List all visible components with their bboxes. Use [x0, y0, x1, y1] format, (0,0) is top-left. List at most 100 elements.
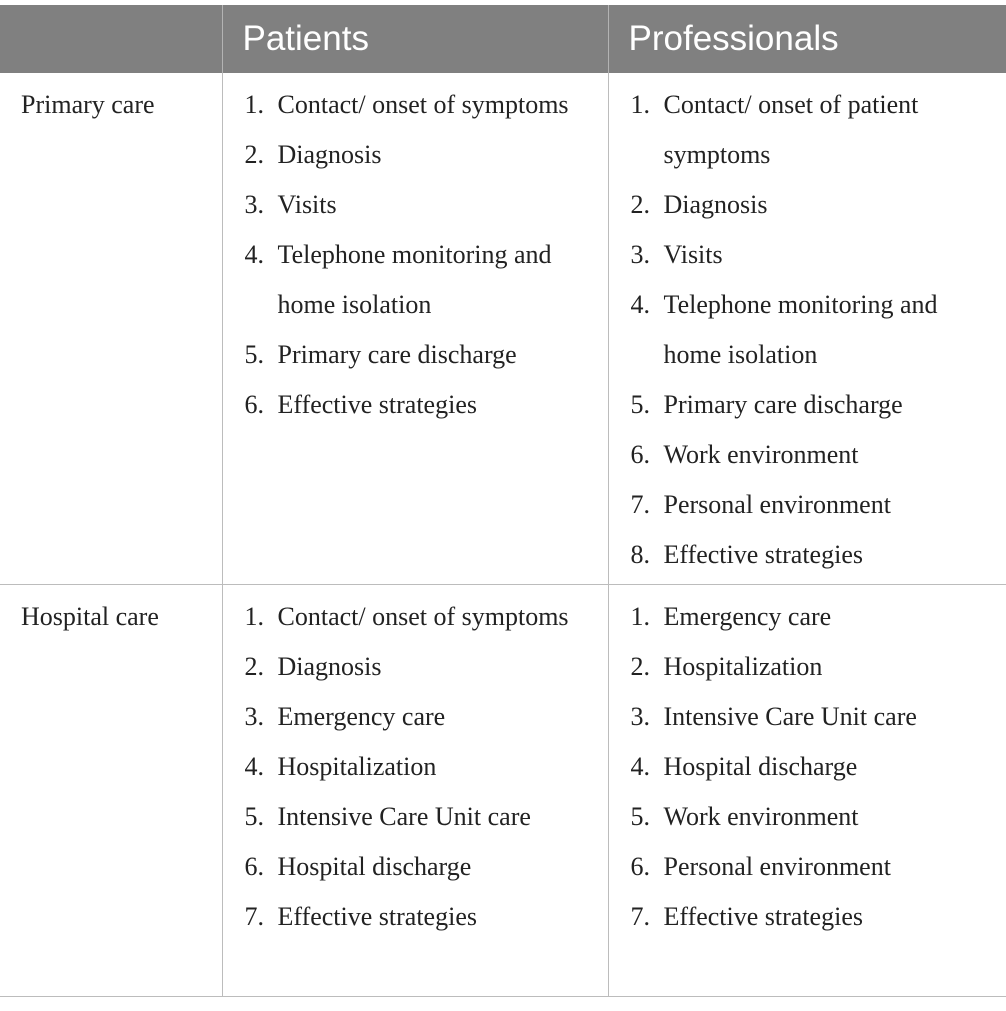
- list-item-text: Emergency care: [277, 701, 446, 731]
- list-item: 2. Diagnosis: [245, 642, 598, 692]
- patients-list: 1. Contact/ onset of symptoms 2. Diagnosis 3…: [223, 592, 608, 942]
- header-row: Patients Professionals: [0, 5, 1006, 73]
- list-item-number: 6.: [244, 390, 265, 419]
- list-item: 3. Visits: [245, 180, 598, 230]
- list-item: 3. Intensive Care Unit care: [631, 692, 997, 742]
- patients-cell: 1. Contact/ onset of symptoms 2. Diagnosis 3…: [222, 73, 609, 585]
- list-item: 1. Contact/ onset of symptoms: [245, 592, 598, 642]
- list-item-text: Hospital discharge: [277, 851, 472, 881]
- list-item-number: 7.: [630, 901, 651, 931]
- list-item-number: 6.: [244, 851, 265, 881]
- list-item-text: Hospital discharge: [663, 751, 858, 781]
- list-item-text: Personal environment: [663, 851, 891, 881]
- list-item-text: Personal environment: [663, 490, 891, 519]
- patients-cell: 1. Contact/ onset of symptoms 2. Diagnosis 3…: [222, 584, 609, 997]
- list-item-text: Hospitalization: [277, 751, 437, 781]
- list-item-number: 2.: [244, 651, 265, 681]
- list-item-text: Effective strategies: [663, 540, 863, 569]
- list-item-text: Work environment: [663, 440, 859, 469]
- table-row: Hospital care 1. Contact/ onset of sympto…: [0, 584, 1006, 997]
- list-item-text: Telephone monitoring and home isolation: [663, 290, 938, 369]
- list-item-text: Visits: [663, 240, 723, 269]
- table-row: Primary care 1. Contact/ onset of symptom…: [0, 73, 1006, 585]
- care-stages-table: Patients Professionals Primary care 1. Co…: [0, 5, 1006, 997]
- list-item-number: 2.: [630, 651, 651, 681]
- list-item-text: Contact/ onset of patient symptoms: [663, 90, 919, 169]
- list-item: 5. Work environment: [631, 792, 997, 842]
- list-item-text: Effective strategies: [663, 901, 863, 931]
- list-item: 8. Effective strategies: [631, 530, 997, 580]
- list-item: 4. Telephone monitoring and home isolatio…: [245, 230, 598, 330]
- list-item-number: 2.: [244, 140, 265, 169]
- list-item-text: Telephone monitoring and home isolation: [277, 240, 552, 319]
- header-empty: [0, 5, 223, 73]
- list-item-text: Intensive Care Unit care: [277, 801, 531, 831]
- list-item-text: Contact/ onset of symptoms: [277, 90, 569, 119]
- list-item: 2. Hospitalization: [631, 642, 997, 692]
- list-item-number: 1.: [244, 601, 265, 631]
- list-item-text: Hospitalization: [663, 651, 823, 681]
- list-item-text: Effective strategies: [277, 901, 477, 931]
- header-patients: Patients: [222, 5, 609, 73]
- list-item: 6. Hospital discharge: [245, 842, 598, 892]
- list-item: 1. Contact/ onset of patient symptoms: [631, 80, 997, 180]
- row-label: Hospital care: [0, 584, 223, 997]
- list-item-text: Diagnosis: [277, 651, 382, 681]
- list-item-text: Emergency care: [663, 601, 832, 631]
- professionals-cell: 1. Contact/ onset of patient symptoms 2. Di…: [608, 73, 1006, 585]
- professionals-list: 1. Emergency care 2. Hospitalization 3. Inten…: [609, 592, 1006, 942]
- row-label: Primary care: [0, 73, 223, 585]
- list-item-text: Effective strategies: [277, 390, 477, 419]
- list-item: 4. Hospitalization: [245, 742, 598, 792]
- list-item: 7. Effective strategies: [245, 892, 598, 942]
- list-item-text: Contact/ onset of symptoms: [277, 601, 569, 631]
- list-item: 6. Personal environment: [631, 842, 997, 892]
- list-item: 1. Emergency care: [631, 592, 997, 642]
- list-item: 1. Contact/ onset of symptoms: [245, 80, 598, 130]
- list-item-text: Primary care discharge: [277, 340, 517, 369]
- list-item: 2. Diagnosis: [245, 130, 598, 180]
- list-item: 6. Work environment: [631, 430, 997, 480]
- list-item-number: 7.: [630, 490, 651, 519]
- professionals-list: 1. Contact/ onset of patient symptoms 2. Di…: [609, 80, 1006, 580]
- list-item-text: Visits: [277, 190, 337, 219]
- list-item-text: Diagnosis: [277, 140, 382, 169]
- list-item-number: 6.: [630, 440, 651, 469]
- list-item-number: 5.: [244, 340, 265, 369]
- list-item: 7. Personal environment: [631, 480, 997, 530]
- list-item-text: Intensive Care Unit care: [663, 701, 917, 731]
- list-item: 3. Emergency care: [245, 692, 598, 742]
- list-item: 4. Telephone monitoring and home isolatio…: [631, 280, 997, 380]
- list-item-number: 1.: [244, 90, 265, 119]
- list-item-number: 3.: [244, 701, 265, 731]
- header-professionals: Professionals: [608, 5, 1006, 73]
- list-item-number: 4.: [244, 751, 265, 781]
- list-item-number: 3.: [630, 701, 651, 731]
- list-item-number: 2.: [630, 190, 651, 219]
- list-item-number: 4.: [630, 751, 651, 781]
- list-item-number: 4.: [244, 240, 265, 269]
- list-item-number: 6.: [630, 851, 651, 881]
- list-item: 3. Visits: [631, 230, 997, 280]
- list-item: 5. Primary care discharge: [631, 380, 997, 430]
- list-item-number: 1.: [630, 90, 651, 119]
- list-item: 5. Intensive Care Unit care: [245, 792, 598, 842]
- list-item-number: 7.: [244, 901, 265, 931]
- list-item: 7. Effective strategies: [631, 892, 997, 942]
- list-item-text: Work environment: [663, 801, 859, 831]
- list-item: 6. Effective strategies: [245, 380, 598, 430]
- list-item: 5. Primary care discharge: [245, 330, 598, 380]
- professionals-cell: 1. Emergency care 2. Hospitalization 3. Inten…: [608, 584, 1006, 997]
- list-item-number: 1.: [630, 601, 651, 631]
- list-item-number: 5.: [630, 801, 651, 831]
- list-item-text: Diagnosis: [663, 190, 768, 219]
- list-item-number: 3.: [630, 240, 651, 269]
- list-item-number: 5.: [630, 390, 651, 419]
- list-item: 2. Diagnosis: [631, 180, 997, 230]
- list-item-number: 4.: [630, 290, 651, 319]
- list-item-number: 5.: [244, 801, 265, 831]
- list-item-number: 8.: [630, 540, 651, 569]
- list-item-text: Primary care discharge: [663, 390, 903, 419]
- list-item: 4. Hospital discharge: [631, 742, 997, 792]
- list-item-number: 3.: [244, 190, 265, 219]
